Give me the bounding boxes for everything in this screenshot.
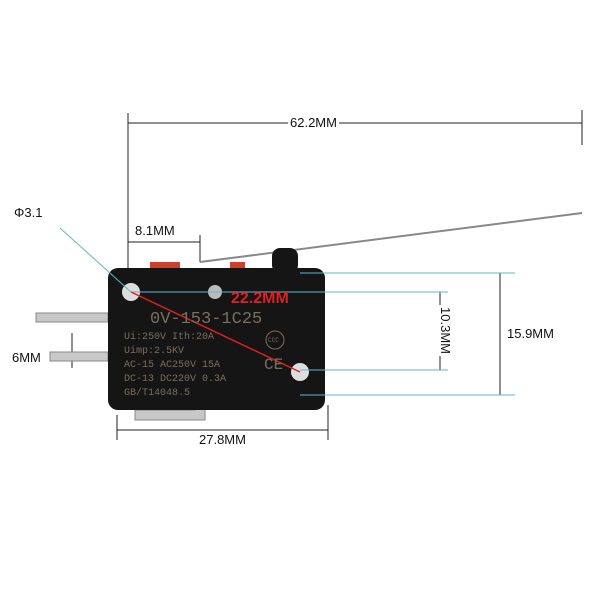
ccc-mark: CCC <box>268 337 279 344</box>
lever-offset-label: 8.1MM <box>133 223 177 238</box>
ccc-mark-icon <box>265 330 285 350</box>
hole-diameter-label: Φ3.1 <box>12 205 45 220</box>
actuator-red-2 <box>230 262 245 272</box>
switch-body <box>108 268 325 410</box>
lever-pivot <box>272 248 298 273</box>
marking-line-3: AC-15 AC250V 15A <box>124 360 221 371</box>
lever-arm <box>199 212 583 263</box>
hole-spacing-label: 10.3MM <box>437 305 453 356</box>
guide-lines <box>59 227 515 396</box>
ce-mark: CE <box>264 356 284 374</box>
marking-line-5: GB/T14048.5 <box>124 388 191 399</box>
marking-line-2: Uimp:2.5KV <box>124 346 185 357</box>
model-marking: 0V-153-1C25 <box>150 310 263 329</box>
total-length-label: 62.2MM <box>288 115 339 130</box>
body-length-label: 27.8MM <box>197 432 248 447</box>
actuator-red <box>150 262 180 272</box>
marking-line-1: Ui:250V Ith:20A <box>124 332 215 343</box>
terminal-pitch-label: 6MM <box>10 350 43 365</box>
marking-line-4: DC-13 DC220V 0.3A <box>124 374 227 385</box>
body-height-label: 15.9MM <box>505 326 556 341</box>
diagonal-label: 22.2MM <box>231 290 289 307</box>
diagonal-line <box>130 291 301 373</box>
